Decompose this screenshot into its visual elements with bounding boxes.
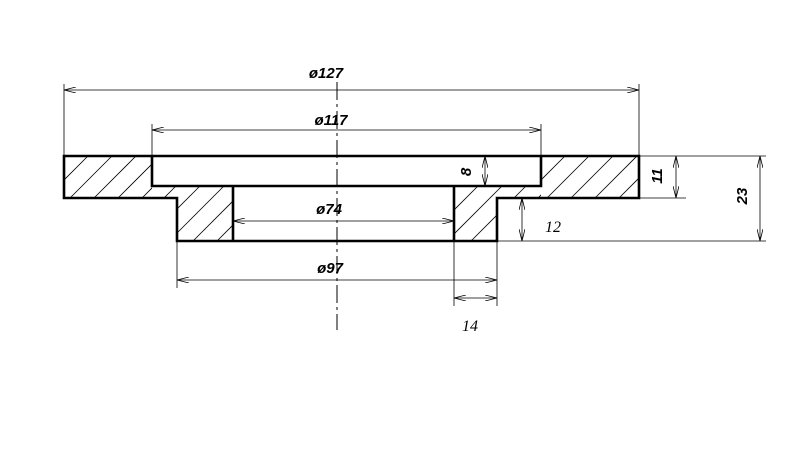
hatch-line bbox=[64, 156, 89, 181]
dimension-labels: ø127 ø117 ø74 ø97 8 11 23 12 14 bbox=[309, 65, 751, 335]
hatch-line bbox=[69, 156, 113, 198]
hatch-line bbox=[152, 186, 201, 241]
hatch-line bbox=[265, 186, 320, 241]
bore-step-117 bbox=[150, 156, 543, 188]
dimension-lines bbox=[64, 90, 760, 298]
hatch-line bbox=[216, 186, 233, 241]
hatch-line bbox=[117, 163, 152, 198]
hatch-line bbox=[152, 186, 153, 241]
hatch-line bbox=[570, 156, 614, 198]
extension-lines bbox=[63, 84, 766, 306]
hatch-line bbox=[454, 186, 479, 241]
label-d127: ø127 bbox=[309, 65, 344, 82]
label-d97: ø97 bbox=[317, 260, 344, 277]
label-d117: ø117 bbox=[314, 112, 348, 129]
label-h8: 8 bbox=[458, 167, 475, 176]
hatch-line bbox=[93, 156, 137, 198]
hatch-line bbox=[241, 186, 296, 241]
hatch-line bbox=[546, 156, 590, 198]
hatch-line bbox=[190, 156, 232, 198]
hatch-line bbox=[667, 156, 709, 198]
hatch-line bbox=[166, 156, 208, 198]
hatch-line bbox=[192, 186, 233, 241]
hatch-line bbox=[454, 186, 455, 241]
hatch-line bbox=[141, 187, 152, 198]
label-h11: 11 bbox=[649, 168, 666, 184]
label-w14: 14 bbox=[462, 318, 478, 335]
hatch-line bbox=[454, 186, 503, 241]
hatch-line bbox=[470, 186, 527, 241]
hatch-line bbox=[64, 156, 65, 157]
label-h12: 12 bbox=[545, 219, 561, 236]
hatch-line bbox=[494, 186, 541, 241]
hatch-line bbox=[541, 156, 566, 181]
hatch-line bbox=[152, 186, 177, 241]
hatch-line bbox=[594, 156, 638, 198]
label-h23: 23 bbox=[734, 187, 751, 205]
label-d74: ø74 bbox=[316, 201, 343, 218]
hatch-line bbox=[618, 177, 639, 198]
